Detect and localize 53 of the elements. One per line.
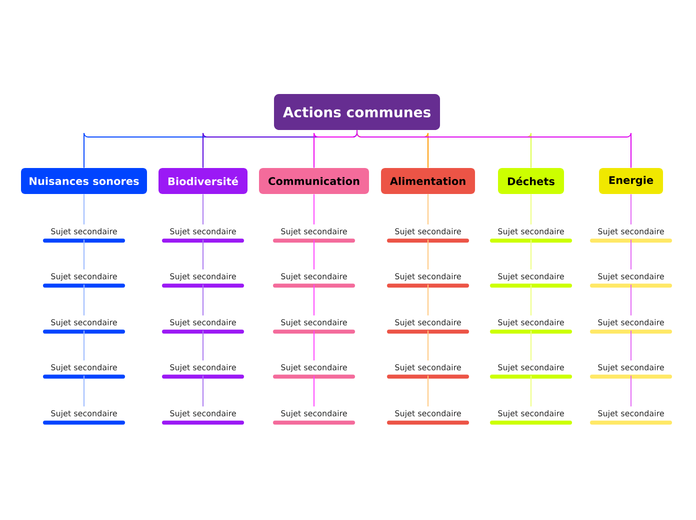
- subtopic: Sujet secondaire: [387, 228, 469, 243]
- central-topic-box: Actions communes: [274, 94, 440, 130]
- connector-line: [530, 194, 532, 225]
- subtopic: Sujet secondaire: [162, 364, 244, 379]
- subtopic: Sujet secondaire: [590, 410, 672, 425]
- connector-line: [630, 194, 632, 225]
- subtopic: Sujet secondaire: [590, 319, 672, 334]
- subtopic: Sujet secondaire: [490, 228, 572, 243]
- connector-line: [530, 239, 532, 270]
- connector-line: [530, 330, 532, 361]
- subtopic: Sujet secondaire: [162, 273, 244, 288]
- topic-box: Biodiversité: [158, 168, 248, 194]
- topic-box: Nuisances sonores: [21, 168, 147, 194]
- connector-line: [530, 375, 532, 407]
- connector-line: [356, 130, 632, 168]
- topic-box: Déchets: [498, 168, 564, 194]
- subtopic: Sujet secondaire: [490, 364, 572, 379]
- subtopic: Sujet secondaire: [162, 228, 244, 243]
- subtopic: Sujet secondaire: [43, 410, 125, 425]
- subtopic: Sujet secondaire: [43, 228, 125, 243]
- subtopic: Sujet secondaire: [590, 273, 672, 288]
- subtopic: Sujet secondaire: [273, 273, 355, 288]
- connector-line: [202, 239, 204, 270]
- connector-line: [202, 375, 204, 407]
- topic-box: Alimentation: [381, 168, 475, 194]
- connector-line: [530, 284, 532, 316]
- subtopic: Sujet secondaire: [162, 410, 244, 425]
- subtopic: Sujet secondaire: [590, 364, 672, 379]
- subtopic: Sujet secondaire: [490, 319, 572, 334]
- connector-line: [202, 330, 204, 361]
- connector-line: [630, 375, 632, 407]
- connector-line: [630, 239, 632, 270]
- subtopic: Sujet secondaire: [273, 364, 355, 379]
- subtopic: Sujet secondaire: [273, 319, 355, 334]
- subtopic: Sujet secondaire: [387, 273, 469, 288]
- topic-box: Communication: [259, 168, 369, 194]
- subtopic: Sujet secondaire: [162, 319, 244, 334]
- topic-box: Energie: [599, 168, 663, 194]
- subtopic: Sujet secondaire: [43, 273, 125, 288]
- subtopic: Sujet secondaire: [490, 410, 572, 425]
- subtopic: Sujet secondaire: [387, 364, 469, 379]
- subtopic: Sujet secondaire: [590, 228, 672, 243]
- connector-line: [630, 330, 632, 361]
- subtopic: Sujet secondaire: [43, 364, 125, 379]
- subtopic: Sujet secondaire: [273, 410, 355, 425]
- subtopic: Sujet secondaire: [490, 273, 572, 288]
- subtopic: Sujet secondaire: [387, 319, 469, 334]
- subtopic: Sujet secondaire: [273, 228, 355, 243]
- subtopic: Sujet secondaire: [43, 319, 125, 334]
- connector-line: [202, 194, 204, 225]
- subtopic: Sujet secondaire: [387, 410, 469, 425]
- connector-line: [202, 284, 204, 316]
- connector-line: [630, 284, 632, 316]
